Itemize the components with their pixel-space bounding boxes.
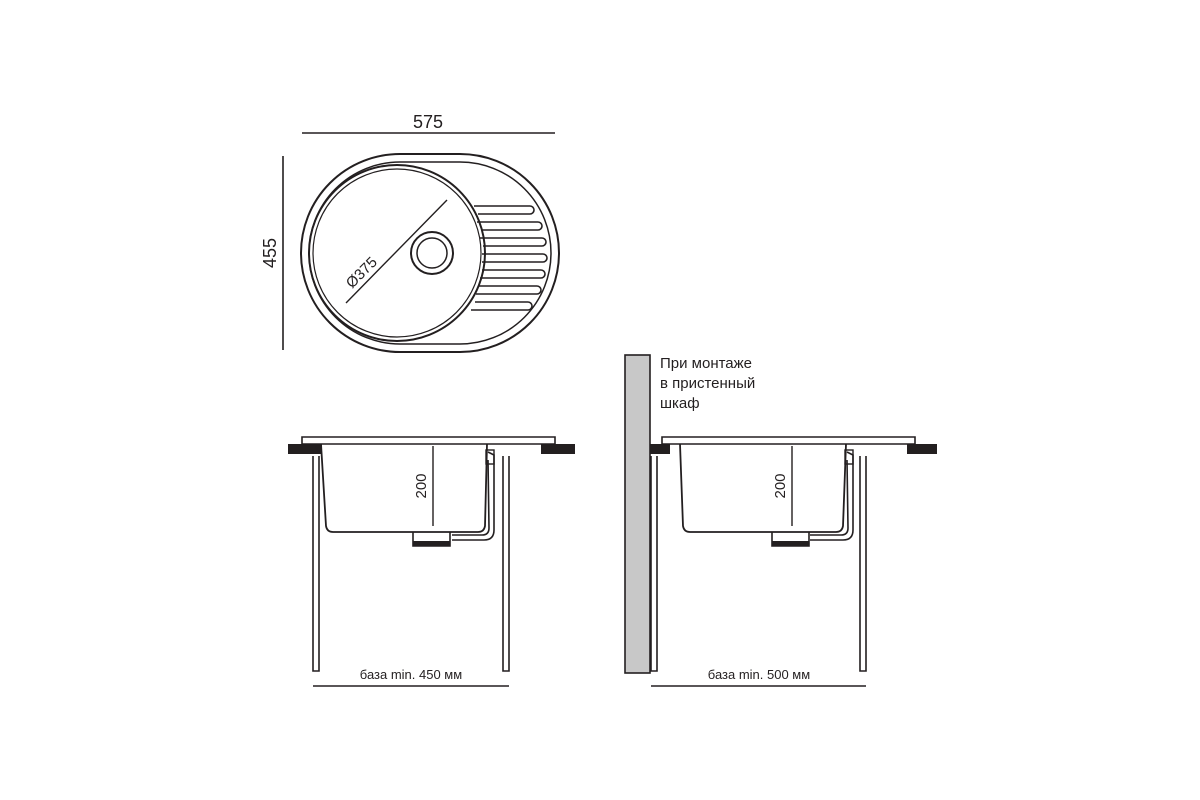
cabinet-wall-right (502, 456, 510, 672)
sink-rim (301, 436, 556, 445)
side-view-cabinet: 200 база min. 450 мм (288, 436, 575, 687)
cabinet-wall-left (312, 456, 320, 672)
depth-dimension-label: 200 (772, 473, 789, 498)
sink-outer-outline (300, 153, 560, 353)
bowl-profile (320, 443, 488, 533)
height-dimension-label: 455 (260, 238, 280, 268)
base-dimension-label: база min. 500 мм (708, 667, 810, 682)
top-view: 575 455 Ø375 (260, 112, 560, 353)
bowl-profile-inner (315, 445, 322, 453)
bowl-outline (308, 164, 486, 342)
drain-inner (416, 237, 448, 269)
wall (624, 354, 651, 674)
drainboard-grooves (471, 205, 548, 311)
bowl-inner-outline (312, 168, 482, 338)
drain-outer (410, 231, 454, 275)
overflow-cap (485, 449, 495, 465)
overflow-pipe-inner (810, 459, 849, 536)
diameter-line (345, 199, 448, 304)
wall-note-line-3: шкаф (660, 395, 700, 412)
drain-fitting-band (413, 541, 450, 546)
cabinet-wall-left (650, 456, 658, 672)
side-view-wall: При монтаже в пристенный шкаф 200 база m… (624, 354, 937, 687)
wall-note-line-2: в пристенный (660, 375, 755, 392)
depth-dimension-label: 200 (413, 473, 430, 498)
countertop-left (288, 444, 322, 454)
base-dimension-label: база min. 450 мм (360, 667, 462, 682)
countertop-left (650, 444, 670, 454)
sink-inner-rim (308, 161, 552, 345)
bowl-profile (679, 443, 847, 533)
drain-fitting-band (772, 541, 809, 546)
countertop-right (541, 444, 575, 454)
overflow-cap (844, 449, 854, 465)
overflow-pipe (452, 451, 495, 541)
sink-rim (661, 436, 916, 445)
cabinet-wall-right (859, 456, 867, 672)
wall-note-line-1: При монтаже (660, 355, 752, 372)
width-dimension-label: 575 (413, 112, 443, 132)
countertop-right (907, 444, 937, 454)
overflow-pipe-inner (452, 459, 490, 536)
overflow-pipe (810, 451, 854, 541)
